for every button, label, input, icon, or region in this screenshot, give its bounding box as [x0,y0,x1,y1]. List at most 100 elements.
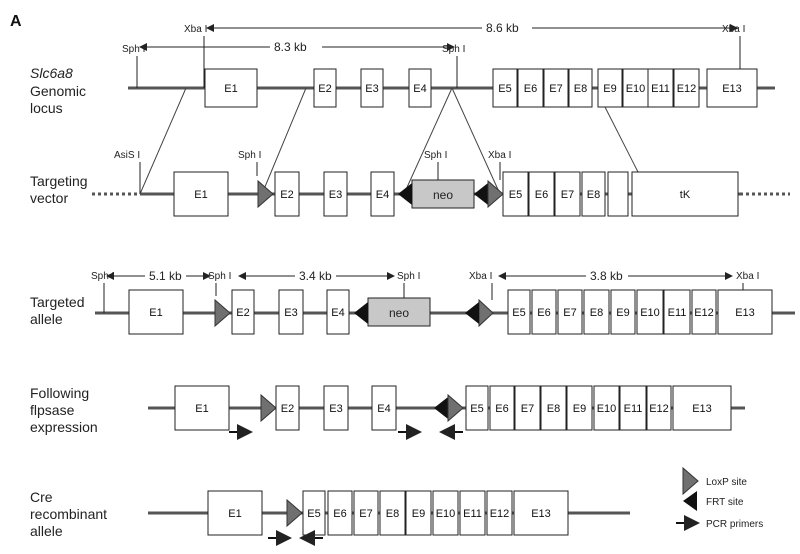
exon-label-e12: E12 [694,307,714,319]
exon-box-e11 [459,490,486,536]
exon-box-e12 [486,490,513,536]
exon-label-e5: E5 [498,83,511,95]
exon-box-e3 [360,68,384,108]
exon-label-e7: E7 [359,508,372,520]
targeted-neo-label: neo [389,306,409,320]
exon-label-e6: E6 [524,83,537,95]
exon-label-e1: E1 [224,83,237,95]
targeted-xba2-label: Xba I [736,271,759,282]
exon-label-e2: E2 [236,307,249,319]
exon-box-e4 [370,171,395,217]
exon-box-e8 [581,171,606,217]
exon-box-e11 [647,68,674,108]
exon-box-e6 [517,68,544,108]
exon-box-e5 [502,171,529,217]
exon-label-e6: E6 [495,403,508,415]
exon-box-unlabeled [607,171,629,217]
exon-box-e6 [489,385,515,431]
exon-box-e6 [528,171,555,217]
exon-label-e7: E7 [521,403,534,415]
vector-asis-label: AsiS I [114,150,140,161]
vector-loxp-site-1 [257,179,274,209]
targeted-b-distance: 3.4 kb [299,269,332,283]
cre-loxp-site [286,498,303,528]
exon-label-e12: E12 [649,403,669,415]
exon-label-e4: E4 [331,307,344,319]
targeted-a-distance: 5.1 kb [149,269,182,283]
cre-label-line2: recombinant [30,506,107,522]
flp-label-line2: flpsase [30,402,75,418]
exon-label-e3: E3 [329,403,342,415]
vector-loxp-site-2 [487,179,504,209]
vector-neo-label: neo [433,188,453,202]
legend: LoxP site FRT site PCR primers [676,466,763,531]
exon-label-e11: E11 [651,83,670,95]
exon-label-e8: E8 [386,508,399,520]
targeted-loxp-site-1 [214,298,231,328]
exon-box-e10 [636,289,664,335]
exon-box-e2 [231,289,255,335]
exon-label-e10: E10 [597,403,617,415]
exon-box-e2 [313,68,337,108]
genomic-xba-distance: 8.6 kb [486,21,519,35]
exon-label-e7: E7 [549,83,562,95]
exon-label-e4: E4 [377,403,390,415]
vector-sph2-label: Sph I [424,150,447,161]
vector-frt-site-1 [398,183,412,205]
targeting-vector-row: Targeting vector AsiS I Sph I Sph I Xba … [30,150,790,217]
exon-label-e10: E10 [626,83,646,95]
targeted-allele-row: Targeted allele Sph I Sph I Sph I Xba I … [30,269,795,335]
exon-box-e1 [207,490,263,536]
exon-label-e4: E4 [376,189,389,201]
genomic-sph-distance: 8.3 kb [274,40,307,54]
exon-label-e4: E4 [413,83,426,95]
exon-box-e7 [353,490,379,536]
exon-label-e5: E5 [470,403,483,415]
cre-label-line1: Cre [30,489,53,505]
exon-label-e1: E1 [228,508,241,520]
exon-label-e11: E11 [668,307,687,319]
legend-loxp-icon [682,466,699,496]
exon-box-e13 [513,490,569,536]
exon-label-e8: E8 [590,307,603,319]
legend-frt-label: FRT site [706,497,744,508]
exon-box-e4 [371,385,397,431]
exon-label-e9: E9 [412,508,425,520]
exon-box-e4 [408,68,432,108]
legend-frt-icon [683,491,697,511]
exon-box-e8 [540,385,567,431]
genomic-sph2-label: Sph I [442,44,465,55]
exon-box-e13 [717,289,773,335]
flp-label-line3: expression [30,419,98,435]
genomic-xba1-label: Xba I [184,24,207,35]
exon-box-e3 [278,289,304,335]
exon-label-e6: E6 [535,189,548,201]
exon-box-e6 [531,289,557,335]
exon-label-e10: E10 [436,508,456,520]
exon-box-e9 [566,385,593,431]
exon-box-e10 [593,385,620,431]
cre-label-line3: allele [30,523,63,539]
vector-xba-label: Xba I [488,150,511,161]
exon-box-e12 [691,289,717,335]
exon-label-e10: E10 [640,307,660,319]
exon-label-e11: E11 [624,403,643,415]
exon-box-e6 [327,490,353,536]
exon-box-e7 [543,68,569,108]
panel-label: A [10,13,22,30]
flp-frt-site [434,397,448,419]
exon-label-e5: E5 [509,189,522,201]
genomic-xba2-label: Xba I [722,24,745,35]
exon-label-e8: E8 [574,83,587,95]
exon-box-e10 [432,490,459,536]
exon-box-e1 [128,289,184,335]
exon-label-e9: E9 [616,307,629,319]
targeted-label-line1: Targeted [30,294,84,310]
exon-box-e7 [514,385,541,431]
exon-label-e7: E7 [563,307,576,319]
exon-box-e11 [619,385,647,431]
exon-label-e3: E3 [284,307,297,319]
genomic-label-line1: Genomic [30,83,86,99]
